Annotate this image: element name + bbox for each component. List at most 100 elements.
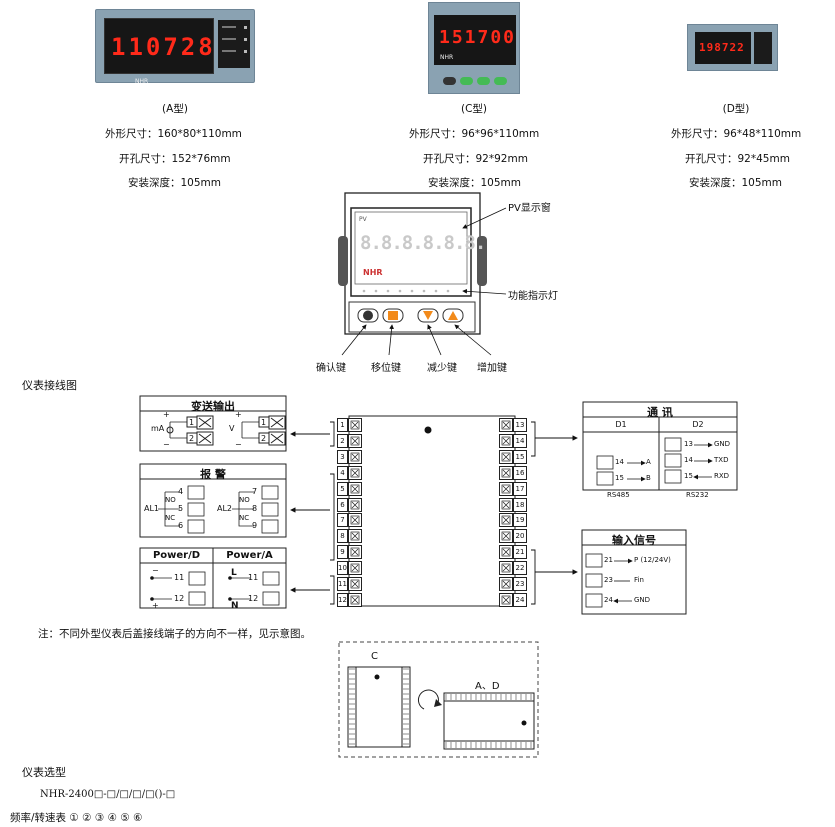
terminal-12: 12	[337, 592, 362, 607]
meter-c-digits: 151700	[439, 27, 517, 48]
meter-a-brand: NHR	[135, 78, 149, 85]
meter-a-digits: 110728	[111, 33, 216, 61]
terminal-screw-icon	[348, 592, 362, 607]
transmit-t1: 1	[189, 418, 195, 427]
comm-title: 通 讯	[647, 406, 673, 419]
power-a-t11: 11	[248, 573, 259, 582]
shift-key-label: 移位键	[371, 363, 401, 374]
terminal-number: 19	[513, 513, 527, 528]
transmit-ma: mA	[151, 424, 165, 433]
transmit-minus-v: −	[235, 440, 242, 449]
terminal-3: 3	[337, 449, 362, 464]
meter-c-keys	[443, 77, 507, 87]
terminal-number: 20	[513, 529, 527, 544]
terminal-screw-icon	[499, 513, 513, 528]
terminal-21: 21	[499, 545, 527, 560]
orientation-diagram	[338, 641, 539, 758]
terminal-9: 9	[337, 545, 362, 560]
terminal-screw-icon	[499, 418, 513, 432]
comm-t15-d2: 15	[684, 472, 693, 480]
alarm-no-2: NO	[239, 496, 250, 504]
terminal-screw-icon	[499, 481, 513, 496]
terminal-number: 10	[337, 561, 348, 576]
power-d-t11: 11	[174, 573, 185, 582]
terminal-number: 4	[337, 465, 348, 480]
terminal-14: 14	[499, 433, 527, 448]
terminal-screw-icon	[499, 545, 513, 560]
terminal-8: 8	[337, 529, 362, 544]
orient-ad-label: A、D	[475, 681, 500, 692]
terminal-number: 8	[337, 529, 348, 544]
note-text: 注：不同外型仪表后盖接线端子的方向不一样，见示意图。	[38, 628, 311, 640]
terminal-16: 16	[499, 465, 527, 480]
terminal-number: 3	[337, 449, 348, 464]
alarm-title: 报 警	[200, 468, 226, 481]
meter-a-display: 110728 NHR	[104, 18, 216, 85]
comm-d2: D2	[692, 420, 704, 429]
meter-d-photo: 198722	[687, 24, 778, 71]
model-c-depth: 安装深度：105mm	[428, 177, 521, 189]
terminal-screw-icon	[499, 465, 513, 480]
model-a-type: (A型)	[162, 103, 188, 115]
meter-d-display: 198722	[695, 32, 751, 64]
model-c-cutout: 开孔尺寸：92*92mm	[423, 153, 528, 165]
comm-d1: D1	[615, 420, 627, 429]
terminal-6: 6	[337, 497, 362, 512]
terminal-screw-icon	[499, 577, 513, 591]
terminal-17: 17	[499, 481, 527, 496]
terminal-screw-icon	[348, 418, 362, 432]
terminal-23: 23	[499, 577, 527, 591]
transmit-plus-a: +	[163, 410, 170, 419]
alarm-nc-1: NC	[165, 514, 176, 522]
terminal-number: 9	[337, 545, 348, 560]
model-d-depth: 安装深度：105mm	[689, 177, 782, 189]
terminal-number: 2	[337, 433, 348, 448]
power-a-title: Power/A	[226, 550, 273, 561]
terminal-number: 24	[513, 592, 527, 607]
terminal-number: 7	[337, 513, 348, 528]
decrease-key-label: 减少键	[427, 363, 457, 374]
panel-diagram: PV 8.8.8.8.8.8. NHR	[335, 192, 490, 336]
terminal-screw-icon	[348, 545, 362, 560]
power-l: L	[231, 568, 237, 578]
alarm-t8: 8	[252, 504, 258, 513]
alarm-t9: 9	[252, 521, 258, 530]
alarm-nc-2: NC	[239, 514, 250, 522]
transmit-plus-v: +	[235, 410, 242, 419]
terminal-7: 7	[337, 513, 362, 528]
meter-a-indicator-leds	[218, 20, 250, 68]
terminal-number: 5	[337, 481, 348, 496]
comm-rxd: RXD	[714, 472, 730, 480]
panel-brand: NHR	[363, 268, 383, 277]
power-d-plus: +	[152, 601, 159, 610]
input-title: 输入信号	[612, 534, 656, 547]
meter-c-photo: 151700 NHR	[428, 2, 520, 94]
model-c-size: 外形尺寸：96*96*110mm	[409, 128, 540, 140]
terminal-20: 20	[499, 529, 527, 544]
alarm-t6: 6	[178, 521, 184, 530]
input-gnd: GND	[634, 596, 651, 604]
meter-d-digits: 198722	[699, 41, 745, 54]
terminal-22: 22	[499, 561, 527, 576]
transmit-v: V	[229, 424, 235, 433]
model-a-size: 外形尺寸：160*80*110mm	[105, 128, 242, 140]
comm-rs232: RS232	[686, 491, 709, 499]
indicator-label: 功能指示灯	[508, 291, 558, 302]
alarm-al1: AL1	[144, 504, 160, 513]
selection-code: NHR-2400□-□/□/□/□()-□	[40, 789, 176, 800]
terminal-screw-icon	[348, 449, 362, 464]
terminal-10: 10	[337, 561, 362, 576]
model-d-type: (D型)	[722, 103, 750, 115]
terminal-13: 13	[499, 418, 527, 432]
terminal-number: 12	[337, 592, 348, 607]
terminal-screw-icon	[348, 465, 362, 480]
terminal-screw-icon	[499, 497, 513, 512]
input-t23: 23	[604, 576, 613, 584]
power-d-minus: −	[152, 566, 159, 575]
terminal-number: 6	[337, 497, 348, 512]
transmit-title: 变送输出	[191, 400, 235, 413]
panel-callout-arrows	[341, 207, 507, 356]
terminal-screw-icon	[348, 481, 362, 496]
terminal-number: 18	[513, 497, 527, 512]
terminal-screw-icon	[348, 529, 362, 544]
